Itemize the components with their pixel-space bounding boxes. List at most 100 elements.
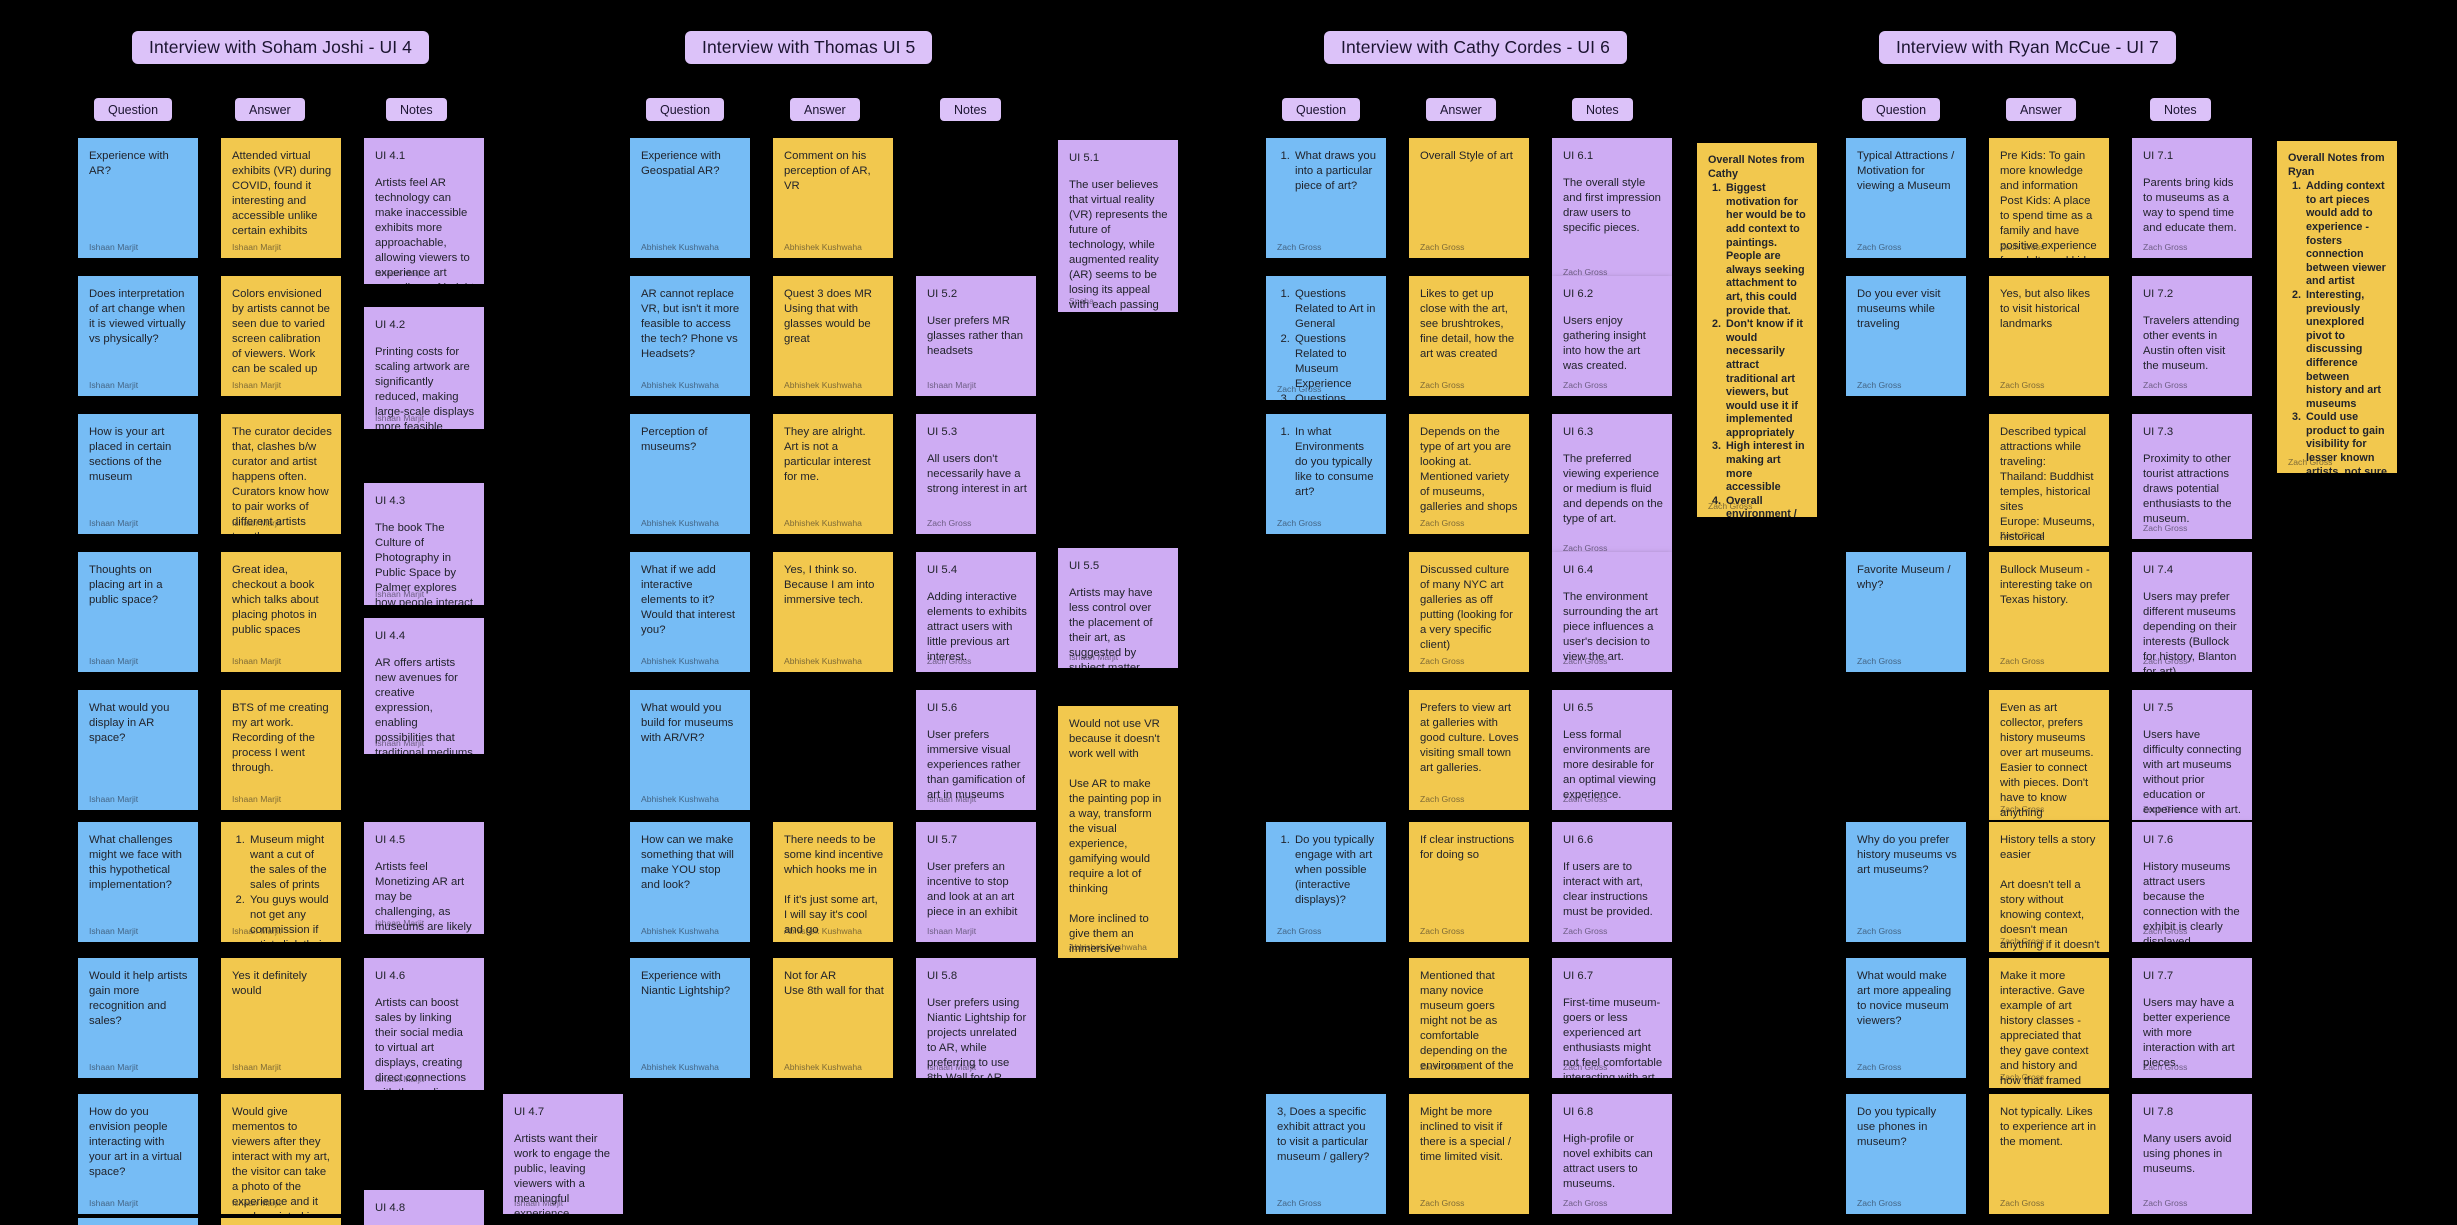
column-header-answer[interactable]: Answer xyxy=(1426,98,1496,121)
sticky-note[interactable]: Do you ever visit museums while travelin… xyxy=(1846,276,1966,396)
sticky-note[interactable]: Yes, but also likes to visit historical … xyxy=(1989,276,2109,396)
sticky-note[interactable]: Not typically. Likes to experience art i… xyxy=(1989,1094,2109,1214)
sticky-note[interactable]: Overall Notes from RyanAdding context to… xyxy=(2277,141,2397,473)
column-header-question[interactable]: Question xyxy=(1282,98,1361,121)
section-title[interactable]: Interview with Ryan McCue - UI 7 xyxy=(1879,31,2176,64)
sticky-note[interactable]: Would it help artists gain more recognit… xyxy=(78,958,198,1078)
sticky-note[interactable]: They are alright. Art is not a particula… xyxy=(773,414,893,534)
sticky-note[interactable]: How do you envision people interacting w… xyxy=(78,1094,198,1214)
sticky-note[interactable]: Why do you prefer history museums vs art… xyxy=(1846,822,1966,942)
sticky-note[interactable]: UI 4.8 xyxy=(364,1190,484,1225)
sticky-note[interactable]: Typical Attractions / Motivation for vie… xyxy=(1846,138,1966,258)
sticky-note[interactable]: In what Environments do you typically li… xyxy=(1266,414,1386,534)
sticky-note[interactable]: What challenges might we face with this … xyxy=(78,822,198,942)
sticky-note[interactable]: Experience with Geospatial AR?Abhishek K… xyxy=(630,138,750,258)
sticky-note[interactable]: What would make art more appealing to no… xyxy=(1846,958,1966,1078)
section-title[interactable]: Interview with Thomas UI 5 xyxy=(685,31,933,64)
sticky-note[interactable]: Even as art collector, prefers history m… xyxy=(1989,690,2109,820)
sticky-note[interactable]: What would you build for museums with AR… xyxy=(630,690,750,810)
sticky-note[interactable]: Museum might want a cut of the sales of … xyxy=(221,822,341,942)
sticky-note[interactable] xyxy=(221,1218,341,1225)
sticky-note[interactable]: Discussed culture of many NYC art galler… xyxy=(1409,552,1529,672)
column-header-answer[interactable]: Answer xyxy=(235,98,305,121)
column-header-question[interactable]: Question xyxy=(94,98,173,121)
sticky-note[interactable]: Overall Notes from CathyBiggest motivati… xyxy=(1697,143,1817,517)
sticky-note[interactable]: Would give mementos to viewers after the… xyxy=(221,1094,341,1214)
sticky-note[interactable]: Depends on the type of art you are looki… xyxy=(1409,414,1529,534)
sticky-note[interactable]: Experience with AR?Ishaan Marjit xyxy=(78,138,198,258)
section-title[interactable]: Interview with Soham Joshi - UI 4 xyxy=(132,31,429,64)
sticky-note[interactable]: Does interpretation of art change when i… xyxy=(78,276,198,396)
sticky-note[interactable]: What would you display in AR space?Ishaa… xyxy=(78,690,198,810)
sticky-note[interactable] xyxy=(78,1218,198,1225)
sticky-note[interactable]: Experience with Niantic Lightship?Abhish… xyxy=(630,958,750,1078)
sticky-note[interactable]: Thoughts on placing art in a public spac… xyxy=(78,552,198,672)
column-header-notes[interactable]: Notes xyxy=(2150,98,2211,121)
sticky-note[interactable]: How is your art placed in certain sectio… xyxy=(78,414,198,534)
sticky-note[interactable]: Perception of museums?Abhishek Kushwaha xyxy=(630,414,750,534)
column-header-notes[interactable]: Notes xyxy=(1572,98,1633,121)
sticky-note[interactable]: Described typical attractions while trav… xyxy=(1989,414,2109,546)
sticky-note[interactable]: How can we make something that will make… xyxy=(630,822,750,942)
sticky-note[interactable]: Attended virtual exhibits (VR) during CO… xyxy=(221,138,341,258)
sticky-note[interactable]: What if we add interactive elements to i… xyxy=(630,552,750,672)
sticky-note[interactable]: The curator decides that, clashes b/w cu… xyxy=(221,414,341,534)
sticky-note[interactable]: Favorite Museum / why?Zach Gross xyxy=(1846,552,1966,672)
sticky-note[interactable]: Might be more inclined to visit if there… xyxy=(1409,1094,1529,1214)
sticky-note[interactable]: Prefers to view art at galleries with go… xyxy=(1409,690,1529,810)
column-header-notes[interactable]: Notes xyxy=(386,98,447,121)
column-header-answer[interactable]: Answer xyxy=(790,98,860,121)
sticky-note[interactable]: Great idea, checkout a book which talks … xyxy=(221,552,341,672)
sticky-note[interactable]: There needs to be some kind incentive wh… xyxy=(773,822,893,942)
sticky-note[interactable]: Make it more interactive. Gave example o… xyxy=(1989,958,2109,1088)
sticky-note[interactable]: Do you typically use phones in museum?Za… xyxy=(1846,1094,1966,1214)
sticky-note[interactable]: Do you typically engage with art when po… xyxy=(1266,822,1386,942)
sticky-note[interactable]: AR cannot replace VR, but isn't it more … xyxy=(630,276,750,396)
sticky-note[interactable]: Yes, I think so. Because I am into immer… xyxy=(773,552,893,672)
sticky-note[interactable]: Bullock Museum - interesting take on Tex… xyxy=(1989,552,2109,672)
column-header-question[interactable]: Question xyxy=(1862,98,1941,121)
sticky-note[interactable]: Mentioned that many novice museum goers … xyxy=(1409,958,1529,1078)
sticky-note[interactable]: Quest 3 does MR Using that with glasses … xyxy=(773,276,893,396)
sticky-note[interactable]: Likes to get up close with the art, see … xyxy=(1409,276,1529,396)
sticky-note[interactable]: What draws you into a particular piece o… xyxy=(1266,138,1386,258)
sticky-note[interactable]: Colors envisioned by artists cannot be s… xyxy=(221,276,341,396)
sticky-note[interactable]: Pre Kids: To gain more knowledge and inf… xyxy=(1989,138,2109,258)
sticky-note[interactable]: BTS of me creating my art work. Recordin… xyxy=(221,690,341,810)
sticky-note[interactable]: Questions Related to Art in GeneralQuest… xyxy=(1266,276,1386,400)
column-header-notes[interactable]: Notes xyxy=(940,98,1001,121)
sticky-note[interactable]: 3, Does a specific exhibit attract you t… xyxy=(1266,1094,1386,1214)
column-header-question[interactable]: Question xyxy=(646,98,725,121)
